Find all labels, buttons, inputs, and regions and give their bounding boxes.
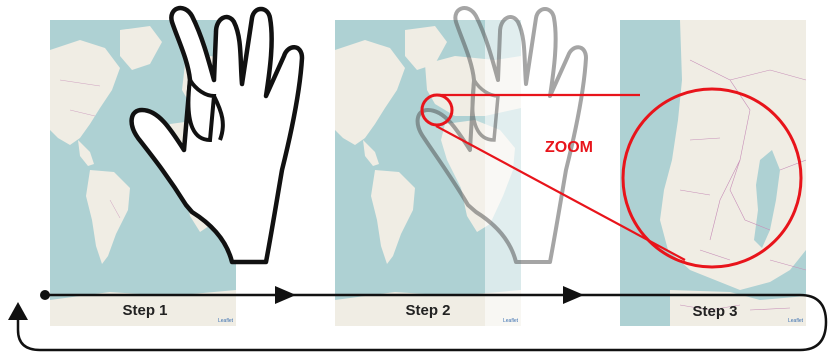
step-2-label: Step 2 <box>405 302 451 319</box>
pinch-hand-ghost-icon <box>415 6 588 264</box>
zoom-circle-icon <box>420 87 803 269</box>
arrow-head-return <box>8 302 28 320</box>
pinch-hand-icon <box>129 5 305 265</box>
map-credit-1[interactable]: Leaflet <box>217 318 233 324</box>
step-3-label: Step 3 <box>692 303 738 320</box>
process-arrow <box>8 286 828 352</box>
map-credit-3[interactable]: Leaflet <box>787 318 803 324</box>
zoom-label: ZOOM <box>545 139 593 156</box>
step-1-label: Step 1 <box>122 302 168 319</box>
zoomed-map-panel-3: Leaflet <box>620 20 806 326</box>
arrow-head-2 <box>563 286 584 304</box>
map-credit-2[interactable]: Leaflet <box>502 318 518 324</box>
arrow-head-1 <box>275 286 296 304</box>
